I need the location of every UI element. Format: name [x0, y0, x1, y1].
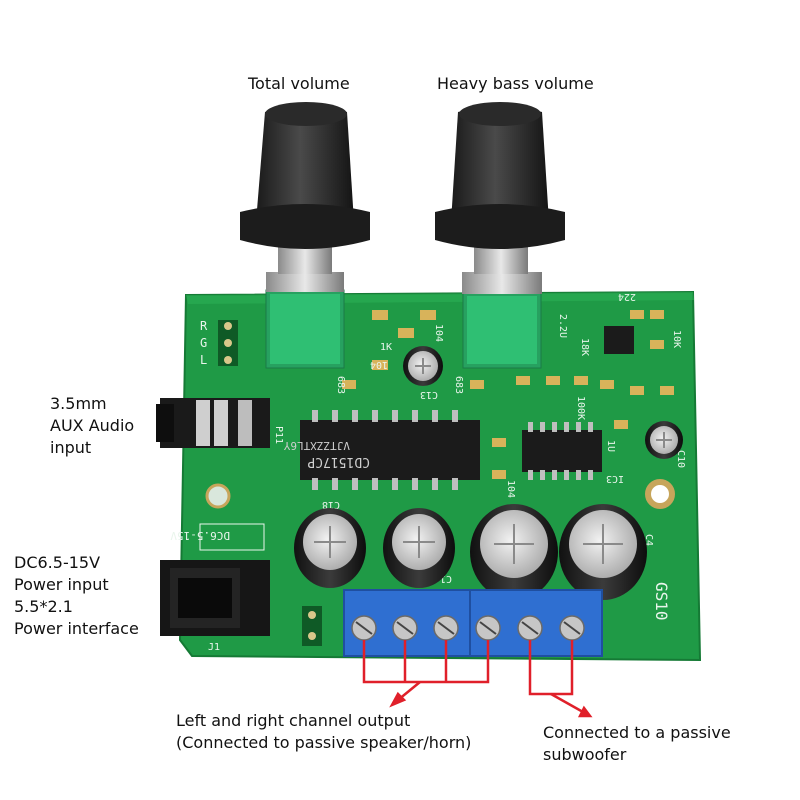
electrolytic-capacitor	[470, 504, 558, 600]
r-100k-text: 100K	[575, 396, 586, 420]
chip-main-text: CD1517CP	[307, 454, 370, 469]
chip-code-text: VJTZZXTL6Y	[283, 439, 350, 452]
cap-c10-text: C10	[675, 450, 686, 468]
bass-volume-knob[interactable]	[435, 102, 565, 369]
aux-audio-jack[interactable]: P11	[156, 398, 284, 448]
ic-ref-text: IC3	[606, 473, 624, 484]
pin-r-text: R	[200, 319, 208, 333]
total-volume-label: Total volume	[248, 74, 350, 93]
r-104b-text: 104	[433, 324, 444, 342]
speaker-terminal-block[interactable]	[343, 589, 603, 657]
dc-marking-text: DC6.5-15V	[170, 529, 230, 542]
channel-output-arrow	[362, 640, 490, 708]
r-224-text: 224	[618, 291, 636, 302]
second-chip	[522, 422, 602, 480]
pin-g-text: G	[200, 336, 207, 350]
cap-c13-text: C13	[420, 389, 438, 400]
aux-input-label: 3.5mm AUX Audio input	[50, 394, 135, 457]
mount-hole	[645, 479, 675, 509]
electrolytic-capacitor	[383, 508, 455, 588]
dc-power-jack[interactable]: J1	[160, 560, 270, 653]
board-model-text: GS10	[652, 582, 671, 621]
smd-chip	[604, 326, 634, 354]
r-10k-text: 10K	[671, 330, 682, 348]
r-683a-text: 683	[335, 376, 346, 394]
smd-components	[342, 310, 674, 479]
jack-ref-text: P11	[273, 426, 284, 444]
cap-c18-text: C18	[322, 499, 340, 510]
subwoofer-label: Connected to a passive subwoofer	[543, 723, 731, 764]
r-1u-text: 1U	[605, 440, 616, 452]
small-capacitor	[403, 346, 443, 386]
dc-ref-text: J1	[208, 642, 220, 653]
cap-c4-text: C4	[643, 534, 654, 546]
total-volume-knob[interactable]	[240, 102, 370, 369]
channel-output-label: Left and right channel output (Connected…	[176, 711, 472, 752]
electrolytic-capacitor	[559, 504, 647, 600]
r-1k-text: 1K	[380, 342, 392, 353]
rgl-header: R G L	[200, 319, 238, 367]
r-18k-text: 18K	[579, 338, 590, 356]
power-input-label: DC6.5-15V Power input 5.5*2.1 Power inte…	[14, 553, 139, 638]
bass-volume-label: Heavy bass volume	[437, 74, 594, 93]
power-header	[302, 606, 322, 646]
cap-c1-text: C1	[440, 573, 452, 584]
main-chip: VJTZZXTL6Y CD1517CP	[283, 410, 480, 490]
pin-l-text: L	[200, 353, 207, 367]
r-22v-text: 2.2U	[557, 314, 568, 338]
r-683b-text: 683	[453, 376, 464, 394]
r-104c-text: 104	[505, 480, 516, 498]
subwoofer-arrow	[528, 640, 593, 718]
electrolytic-capacitor	[294, 508, 366, 588]
small-capacitor	[645, 421, 683, 459]
r-104a-text: 104	[370, 359, 388, 370]
mount-hole	[205, 483, 231, 509]
